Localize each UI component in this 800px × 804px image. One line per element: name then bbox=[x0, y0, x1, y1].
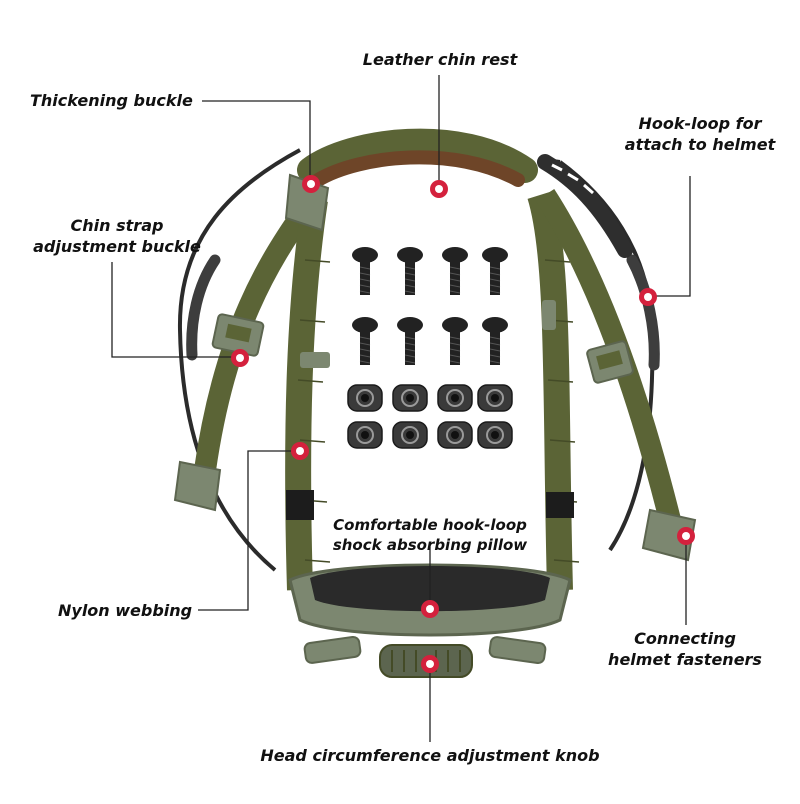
marker-thickening-buckle bbox=[302, 175, 320, 193]
marker-hook-loop-attach bbox=[639, 288, 657, 306]
marker-chin-strap-buckle bbox=[231, 349, 249, 367]
marker-nylon-webbing bbox=[291, 442, 309, 460]
elastic-sections bbox=[286, 490, 574, 520]
hook-loop-attach-label: Hook-loop for attach to helmet bbox=[605, 113, 795, 155]
screw-icon bbox=[352, 317, 378, 365]
t-nut-icon bbox=[347, 384, 383, 412]
connecting-fasteners-line2: helmet fasteners bbox=[608, 650, 762, 669]
shock-pillow-line2: shock absorbing pillow bbox=[332, 536, 528, 554]
marker-leather-chin-rest bbox=[430, 180, 448, 198]
hardware-set bbox=[347, 247, 513, 449]
t-nut-icon bbox=[392, 384, 428, 412]
marker-fasteners bbox=[677, 527, 695, 545]
metal-band bbox=[177, 148, 655, 572]
t-nut-icon bbox=[477, 421, 513, 449]
screw-icon bbox=[442, 317, 468, 365]
thickening-buckle-label: Thickening buckle bbox=[30, 91, 193, 110]
leather-chin-rest-label: Leather chin rest bbox=[362, 50, 518, 69]
hook-loop-attach-line1: Hook-loop for bbox=[638, 114, 762, 133]
marker-knob bbox=[421, 655, 439, 673]
chin-strap-buckle-line2: adjustment buckle bbox=[33, 237, 201, 256]
connecting-fasteners-line1: Connecting bbox=[634, 629, 736, 648]
adjustment-knob-label: Head circumference adjustment knob bbox=[260, 746, 600, 765]
t-nut-icon bbox=[347, 421, 383, 449]
screw-icon bbox=[397, 317, 423, 365]
t-nut-icon bbox=[437, 384, 473, 412]
chin-strap-buckle-label: Chin strap adjustment buckle bbox=[22, 215, 212, 257]
marker-pillow bbox=[421, 600, 439, 618]
screw-icon bbox=[482, 317, 508, 365]
shock-pillow-line1: Comfortable hook-loop bbox=[333, 516, 527, 534]
connecting-fasteners-label: Connecting helmet fasteners bbox=[590, 628, 780, 670]
hook-loop-attach-line2: attach to helmet bbox=[624, 135, 776, 154]
t-nut-icon bbox=[477, 384, 513, 412]
screw-icon bbox=[397, 247, 423, 295]
leader-lines bbox=[111, 75, 691, 742]
screw-icon bbox=[482, 247, 508, 295]
plastic-buckles bbox=[173, 173, 697, 562]
chin-strap-buckle-line1: Chin strap bbox=[70, 216, 164, 235]
hook-loop-attach-strip bbox=[537, 154, 633, 258]
nylon-webbing-label: Nylon webbing bbox=[58, 601, 193, 620]
t-nut-icon bbox=[437, 421, 473, 449]
shock-pillow-label: Comfortable hook-loop shock absorbing pi… bbox=[315, 515, 545, 555]
screw-icon bbox=[352, 247, 378, 295]
leather-chin-rest bbox=[297, 128, 538, 187]
t-nut-icon bbox=[392, 421, 428, 449]
callout-markers bbox=[231, 175, 695, 673]
hook-loop-strips bbox=[186, 254, 660, 371]
screw-icon bbox=[442, 247, 468, 295]
